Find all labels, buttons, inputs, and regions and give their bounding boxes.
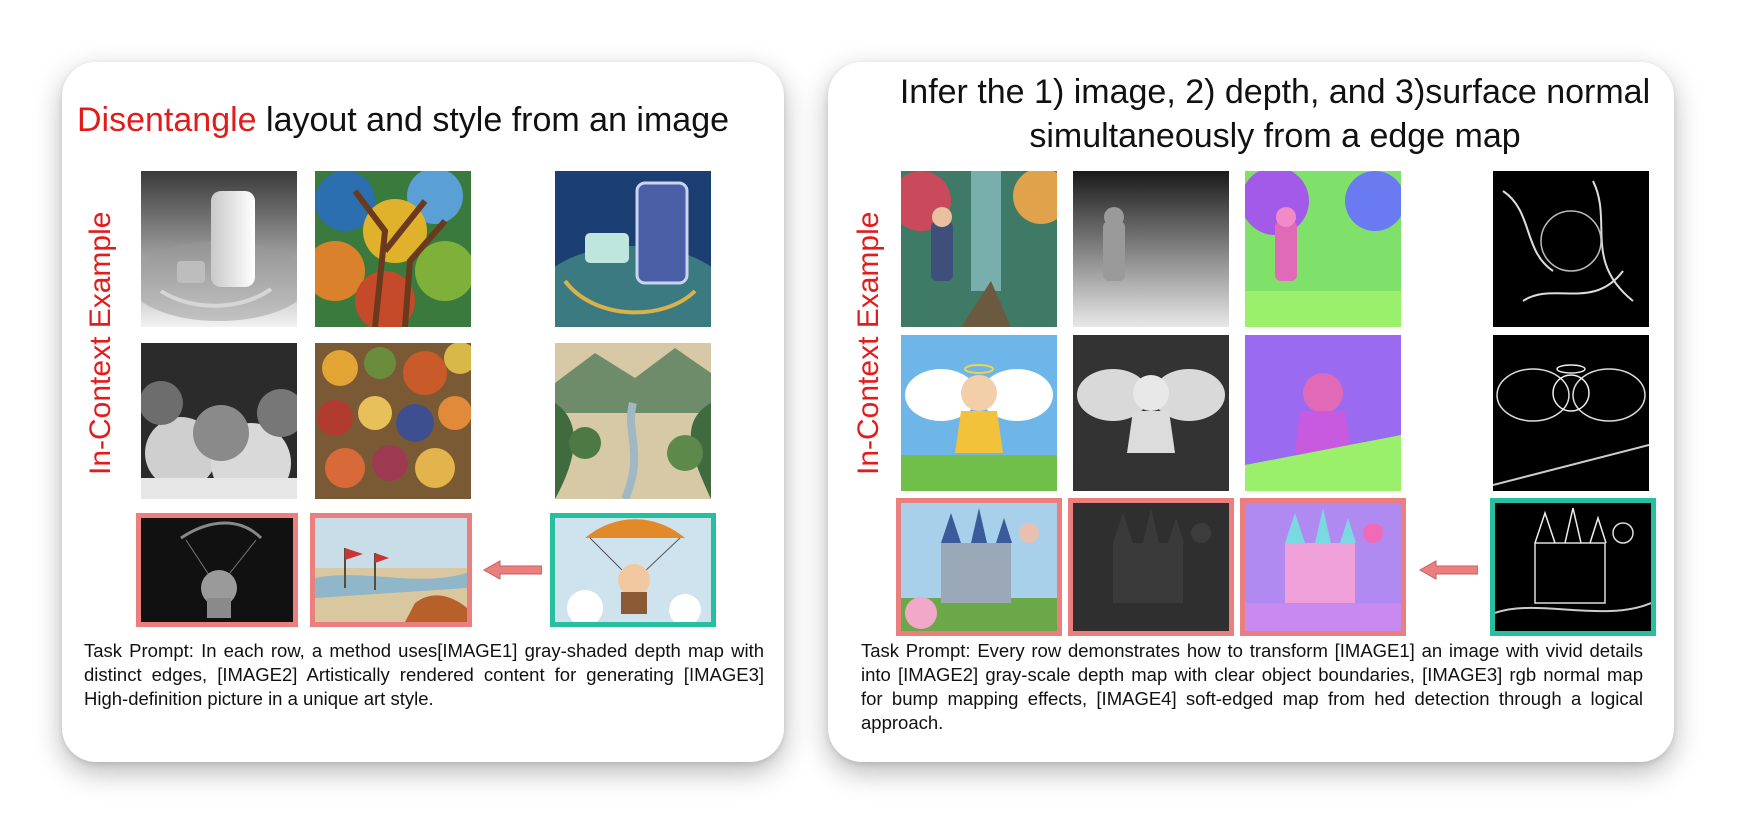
right-panel: Infer the 1) image, 2) depth, and 3)surf… [828,62,1674,762]
output-castle-depth-map-framed [1068,498,1234,636]
angel-girl-hed-edge-map [1493,335,1649,491]
angel-girl-image [901,335,1057,491]
task-prompt-right: Task Prompt: Every row demonstrates how … [861,640,1643,733]
valley-painting [555,343,711,499]
output-castle-normal-map-framed [1240,498,1406,636]
title-highlight: Disentangle [77,101,257,139]
fruits-painting [315,343,471,499]
forest-boy-normal-map [1245,171,1401,327]
depth-map-clouds [141,343,297,499]
arrow-left-icon [482,560,542,580]
left-panel: Disentangle layout and style from an ima… [62,62,784,762]
output-beach-painting-framed [310,513,472,627]
forest-boy-image [901,171,1057,327]
angel-girl-depth-map [1073,335,1229,491]
task-prompt-left: Task Prompt: In each row, a method uses[… [84,640,764,709]
right-panel-title: Infer the 1) image, 2) depth, and 3)surf… [899,73,1651,155]
in-context-example-label: In-Context Example [84,211,117,475]
depth-map-powerbank [141,171,297,327]
arrow-left-icon [1418,560,1478,580]
query-parachute-image-framed [550,513,716,627]
in-context-example-label: In-Context Example [852,211,885,475]
title-rest: layout and style from an image [256,101,730,139]
forest-boy-depth-map [1073,171,1229,327]
left-panel-title: Disentangle layout and style from an ima… [77,98,729,142]
impressionist-trees-painting [315,171,471,327]
query-castle-edge-map-framed [1490,498,1656,636]
angel-girl-normal-map [1245,335,1401,491]
forest-boy-hed-edge-map [1493,171,1649,327]
output-castle-image-framed [896,498,1062,636]
powerbank-photo [555,171,711,327]
output-depth-map-framed [136,513,298,627]
